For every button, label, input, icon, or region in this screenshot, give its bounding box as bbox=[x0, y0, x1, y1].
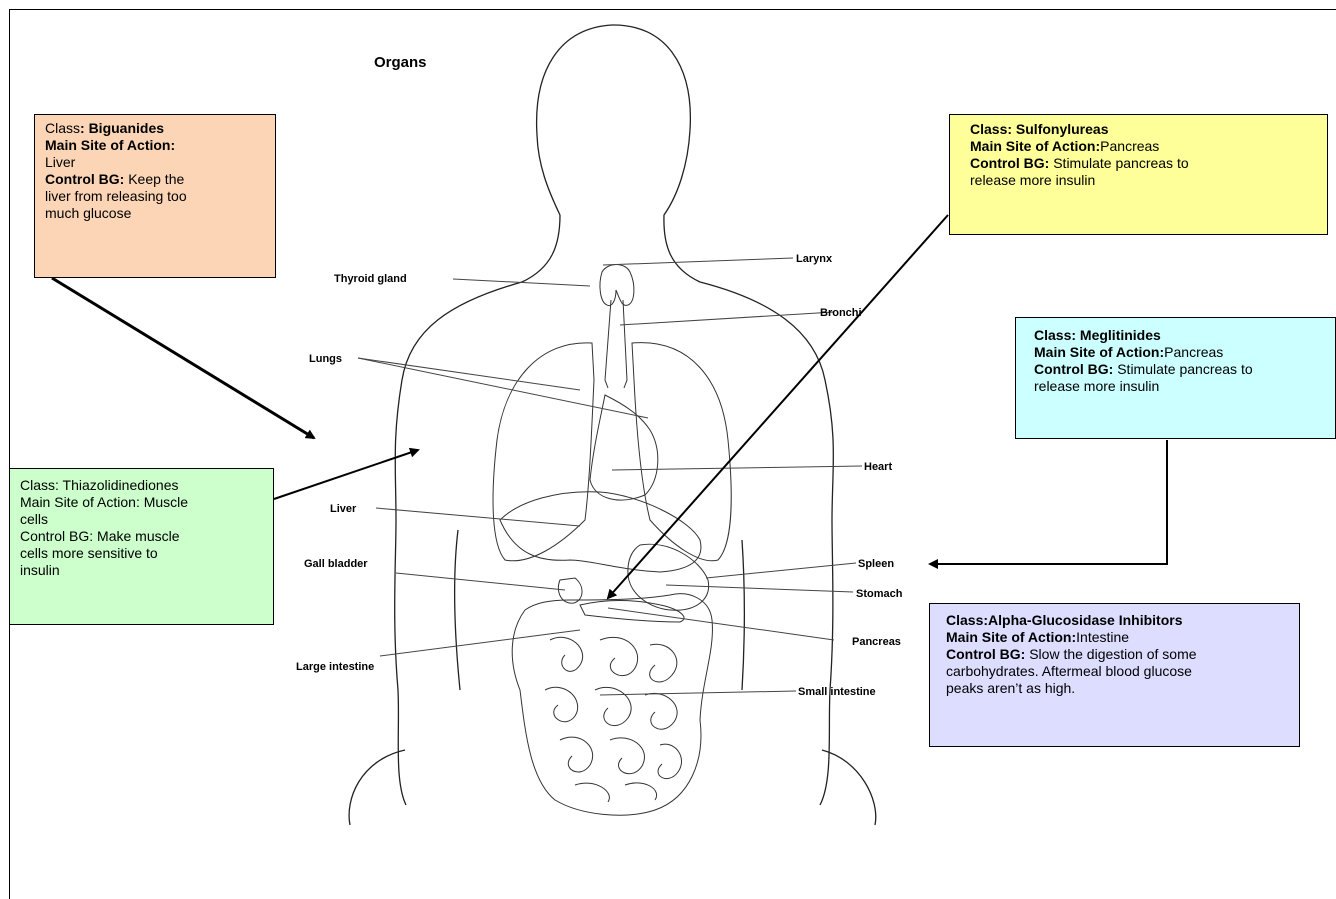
biguanides-control-text: much glucose bbox=[45, 205, 265, 222]
sulfonyl-control-label: Control BG: bbox=[970, 155, 1049, 171]
sulfonyl-site-line: Main Site of Action:Pancreas bbox=[970, 138, 1307, 155]
leader-thyroid bbox=[453, 279, 590, 286]
label-larynx: Larynx bbox=[796, 253, 833, 265]
label-heart: Heart bbox=[864, 461, 892, 473]
head-outline bbox=[537, 25, 834, 805]
biguanides-control-text: Keep the bbox=[124, 171, 184, 187]
thiazo-line: insulin bbox=[20, 562, 263, 579]
label-spleen: Spleen bbox=[858, 558, 894, 570]
sulfonyl-control-text: Stimulate pancreas to bbox=[1049, 155, 1188, 171]
arrow-biguanides bbox=[52, 278, 314, 438]
leader-gall-bladder bbox=[396, 573, 565, 590]
thiazolidinediones-box: Class: Thiazolidinediones Main Site of A… bbox=[9, 468, 274, 625]
meglit-site-value: Pancreas bbox=[1164, 344, 1223, 360]
meglit-control-text: Stimulate pancreas to bbox=[1113, 361, 1252, 377]
meglit-control-text: release more insulin bbox=[1034, 378, 1317, 395]
label-liver: Liver bbox=[330, 503, 357, 515]
alpha-class-label: Class:Alpha-Glucosidase Inhibitors bbox=[946, 612, 1183, 628]
biguanides-control-text: liver from releasing too bbox=[45, 188, 265, 205]
heart-shape bbox=[590, 395, 658, 500]
thyroid-shape bbox=[600, 265, 634, 306]
label-thyroid-gland: Thyroid gland bbox=[334, 273, 407, 285]
left-arm-inner bbox=[455, 530, 460, 690]
thiazo-line: cells bbox=[20, 511, 263, 528]
alpha-control-text: Slow the digestion of some bbox=[1025, 646, 1196, 662]
alpha-control-label: Control BG: bbox=[946, 646, 1025, 662]
alpha-control-line: Control BG: Slow the digestion of some bbox=[946, 646, 1283, 663]
body-outline bbox=[349, 25, 876, 825]
sulfonyl-site-value: Pancreas bbox=[1100, 138, 1159, 154]
sulfonyl-class-label: Class: Sulfonylureas bbox=[970, 121, 1109, 137]
right-lung-shape bbox=[632, 343, 731, 561]
diagram-title: Organs bbox=[374, 54, 427, 71]
thiazo-line: Control BG: Make muscle bbox=[20, 528, 263, 545]
alpha-class-line: Class:Alpha-Glucosidase Inhibitors bbox=[946, 612, 1283, 629]
biguanides-class-label: Class bbox=[45, 120, 80, 136]
label-large-intestine: Large intestine bbox=[296, 661, 374, 673]
biguanides-class-value: : Biguanides bbox=[80, 120, 164, 136]
label-bronchi: Bronchi bbox=[820, 307, 862, 319]
leader-large-intestine bbox=[380, 630, 580, 656]
trachea-shape bbox=[605, 300, 627, 388]
arrow-thiazolidinediones bbox=[274, 450, 418, 499]
biguanides-site-value: Liver bbox=[45, 154, 265, 171]
leader-small-intestine bbox=[600, 691, 796, 695]
leader-stomach bbox=[666, 585, 853, 592]
meglit-class-label: Class: Meglitinides bbox=[1034, 327, 1161, 343]
label-small-intestine: Small intestine bbox=[798, 686, 876, 698]
stomach-shape bbox=[628, 544, 709, 610]
leader-lungs-2 bbox=[358, 358, 648, 418]
label-pancreas: Pancreas bbox=[852, 636, 901, 648]
alpha-site-value: Intestine bbox=[1076, 629, 1129, 645]
alpha-control-text: carbohydrates. Aftermeal blood glucose bbox=[946, 663, 1283, 680]
thiazo-line: Main Site of Action: Muscle bbox=[20, 494, 263, 511]
biguanides-site-line: Main Site of Action: bbox=[45, 137, 265, 154]
biguanides-class-line: Class: Biguanides bbox=[45, 120, 265, 137]
label-gall-bladder: Gall bladder bbox=[304, 558, 368, 570]
sulfonyl-class-line: Class: Sulfonylureas bbox=[970, 121, 1307, 138]
large-intestine-shape bbox=[512, 594, 712, 815]
alpha-site-label: Main Site of Action: bbox=[946, 629, 1076, 645]
thiazo-line: cells more sensitive to bbox=[20, 545, 263, 562]
alpha-site-line: Main Site of Action:Intestine bbox=[946, 629, 1283, 646]
biguanides-site-label: Main Site of Action: bbox=[45, 137, 175, 153]
biguanides-control-line: Control BG: Keep the bbox=[45, 171, 265, 188]
biguanides-box: Class: Biguanides Main Site of Action: L… bbox=[34, 114, 276, 278]
arrow-sulfonylureas bbox=[608, 215, 948, 598]
biguanides-control-label: Control BG: bbox=[45, 171, 124, 187]
label-lungs: Lungs bbox=[309, 353, 342, 365]
label-stomach: Stomach bbox=[856, 588, 903, 600]
meglit-site-line: Main Site of Action:Pancreas bbox=[1034, 344, 1317, 361]
organs bbox=[493, 265, 731, 816]
meglit-site-label: Main Site of Action: bbox=[1034, 344, 1164, 360]
sulfonylureas-box: Class: Sulfonylureas Main Site of Action… bbox=[949, 114, 1328, 235]
leader-heart bbox=[612, 466, 862, 470]
meglit-control-line: Control BG: Stimulate pancreas to bbox=[1034, 361, 1317, 378]
leader-bronchi bbox=[620, 312, 834, 325]
leader-pancreas bbox=[608, 608, 834, 640]
leader-lungs-1 bbox=[358, 358, 580, 390]
right-arm-inner bbox=[742, 540, 744, 690]
meglit-control-label: Control BG: bbox=[1034, 361, 1113, 377]
left-lung-shape bbox=[493, 343, 594, 561]
leader-larynx bbox=[603, 258, 793, 265]
meglitinides-box: Class: Meglitinides Main Site of Action:… bbox=[1015, 317, 1336, 439]
arrow-meglitinides bbox=[930, 440, 1167, 564]
left-shoulder bbox=[395, 215, 560, 805]
liver-shape bbox=[500, 492, 701, 572]
sulfonyl-control-line: Control BG: Stimulate pancreas to bbox=[970, 155, 1307, 172]
small-intestine-shape bbox=[545, 637, 682, 802]
meglit-class-line: Class: Meglitinides bbox=[1034, 327, 1317, 344]
alpha-glucosidase-box: Class:Alpha-Glucosidase Inhibitors Main … bbox=[929, 603, 1300, 747]
thiazo-line: Class: Thiazolidinediones bbox=[20, 477, 263, 494]
sulfonyl-control-text: release more insulin bbox=[970, 172, 1307, 189]
alpha-control-text: peaks aren’t as high. bbox=[946, 680, 1283, 697]
sulfonyl-site-label: Main Site of Action: bbox=[970, 138, 1100, 154]
leader-spleen bbox=[706, 563, 856, 578]
leader-liver bbox=[376, 508, 580, 526]
gall-bladder-shape bbox=[558, 578, 582, 603]
waist bbox=[349, 750, 876, 825]
